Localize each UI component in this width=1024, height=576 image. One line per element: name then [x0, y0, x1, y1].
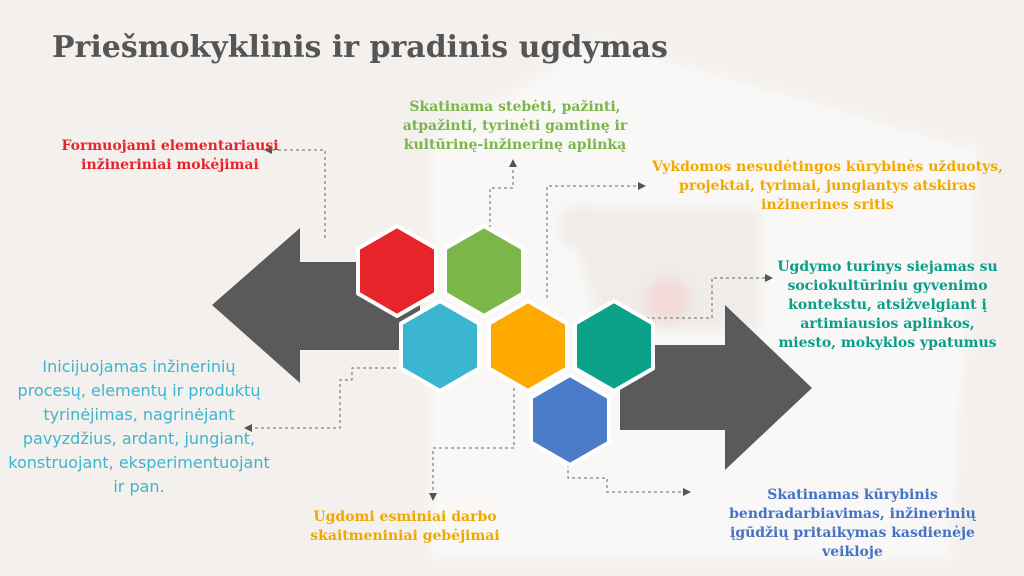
hexagon-teal: [575, 301, 653, 391]
label-orange: Ugdomi esminiai darbo skaitmeniniai gebė…: [290, 508, 520, 546]
label-teal: Ugdymo turinys siejamas su sociokultūrin…: [770, 258, 1005, 353]
connector-cyan: [245, 368, 414, 428]
label-yellow: Vykdomos nesudėtingos kūrybinės užduotys…: [650, 158, 1005, 215]
label-green: Skatinama stebėti, pažinti, atpažinti, t…: [380, 98, 650, 155]
label-cyan: Inicijuojamas inžinerinių procesų, eleme…: [8, 355, 270, 499]
hexagon-orange: [489, 301, 567, 391]
hexagon-cyan: [401, 301, 479, 391]
hexagon-blue: [531, 375, 609, 465]
label-red: Formuojami elementariausi inžineriniai m…: [55, 137, 285, 175]
page-title: Priešmokyklinis ir pradinis ugdymas: [52, 30, 668, 65]
hexagon-green: [445, 226, 523, 316]
hexagon-red: [358, 226, 436, 316]
label-blue: Skatinamas kūrybinis bendradarbiavimas, …: [700, 486, 1005, 562]
